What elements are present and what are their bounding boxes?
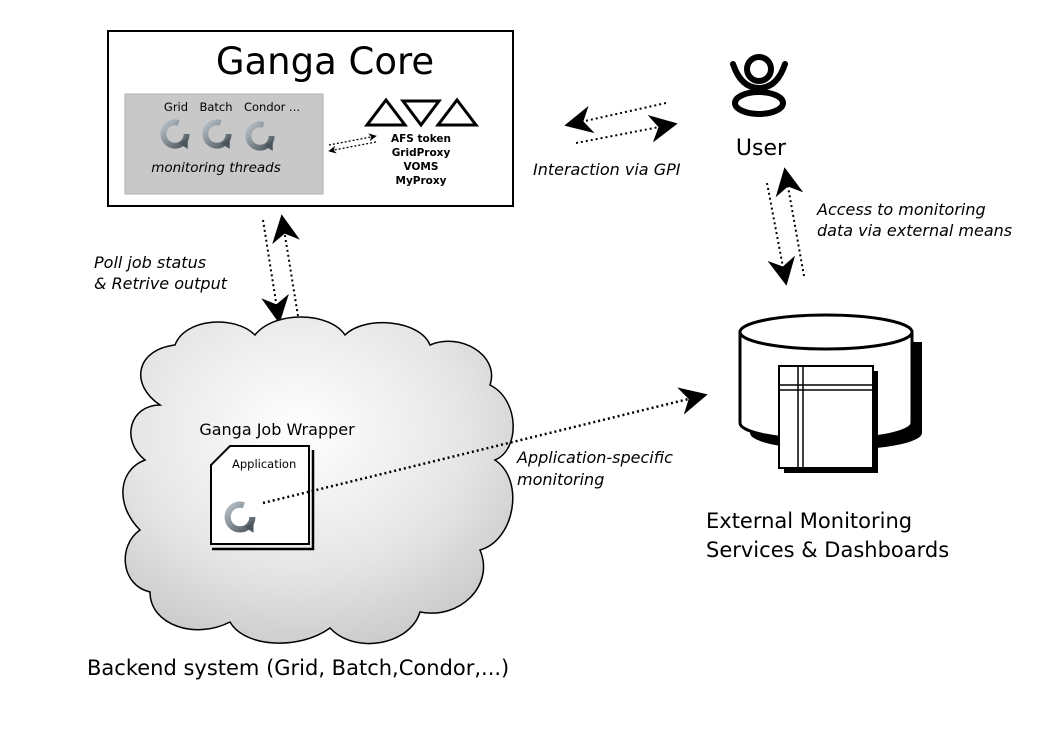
credential-voms: VOMS xyxy=(404,161,439,173)
external-monitoring-label-line2: Services & Dashboards xyxy=(706,538,949,562)
access-label-line1: Access to monitoring xyxy=(816,200,986,219)
user-label: User xyxy=(736,136,787,161)
credentials-triangles-icon xyxy=(363,97,480,128)
application-document: Application xyxy=(210,445,315,551)
external-monitoring-label-line1: External Monitoring xyxy=(706,509,912,533)
access-label-line2: data via external means xyxy=(817,221,1012,240)
job-wrapper-title: Ganga Job Wrapper xyxy=(199,420,355,439)
access-arrow-down xyxy=(766,182,796,286)
access-arrow-up xyxy=(775,167,805,277)
backend-cloud xyxy=(122,316,514,645)
backend-label-condor: Condor ... xyxy=(244,100,300,114)
monitoring-threads-panel: Grid Batch Condor ... monitoring threads xyxy=(124,93,324,195)
credential-myproxy: MyProxy xyxy=(396,175,447,187)
user-icon xyxy=(730,54,788,117)
backend-system-label: Backend system (Grid, Batch,Condor,...) xyxy=(87,656,509,680)
app-monitoring-arrow xyxy=(262,387,708,505)
poll-arrow-down xyxy=(261,219,289,324)
ganga-core-box: Ganga Core Grid Batch Condor ... monitor… xyxy=(107,30,514,207)
backend-label-grid: Grid xyxy=(164,100,188,114)
credential-afs-token: AFS token xyxy=(391,133,451,145)
app-monitoring-label-line2: monitoring xyxy=(517,470,604,489)
monitoring-threads-caption: monitoring threads xyxy=(151,160,281,176)
credential-gridproxy: GridProxy xyxy=(392,147,451,159)
app-monitoring-label-line1: Application-specific xyxy=(516,448,673,467)
gpi-arrow-to-user xyxy=(575,115,678,144)
poll-label-line1: Poll job status xyxy=(94,253,206,272)
interaction-label: Interaction via GPI xyxy=(533,160,681,179)
database-icon xyxy=(738,313,922,473)
backend-label-batch: Batch xyxy=(199,100,232,114)
poll-label-line2: & Retrive output xyxy=(94,274,228,293)
gpi-arrow-to-core xyxy=(564,102,667,134)
application-label: Application xyxy=(232,457,296,471)
ganga-core-title: Ganga Core xyxy=(216,40,434,83)
poll-arrow-up xyxy=(272,214,300,317)
